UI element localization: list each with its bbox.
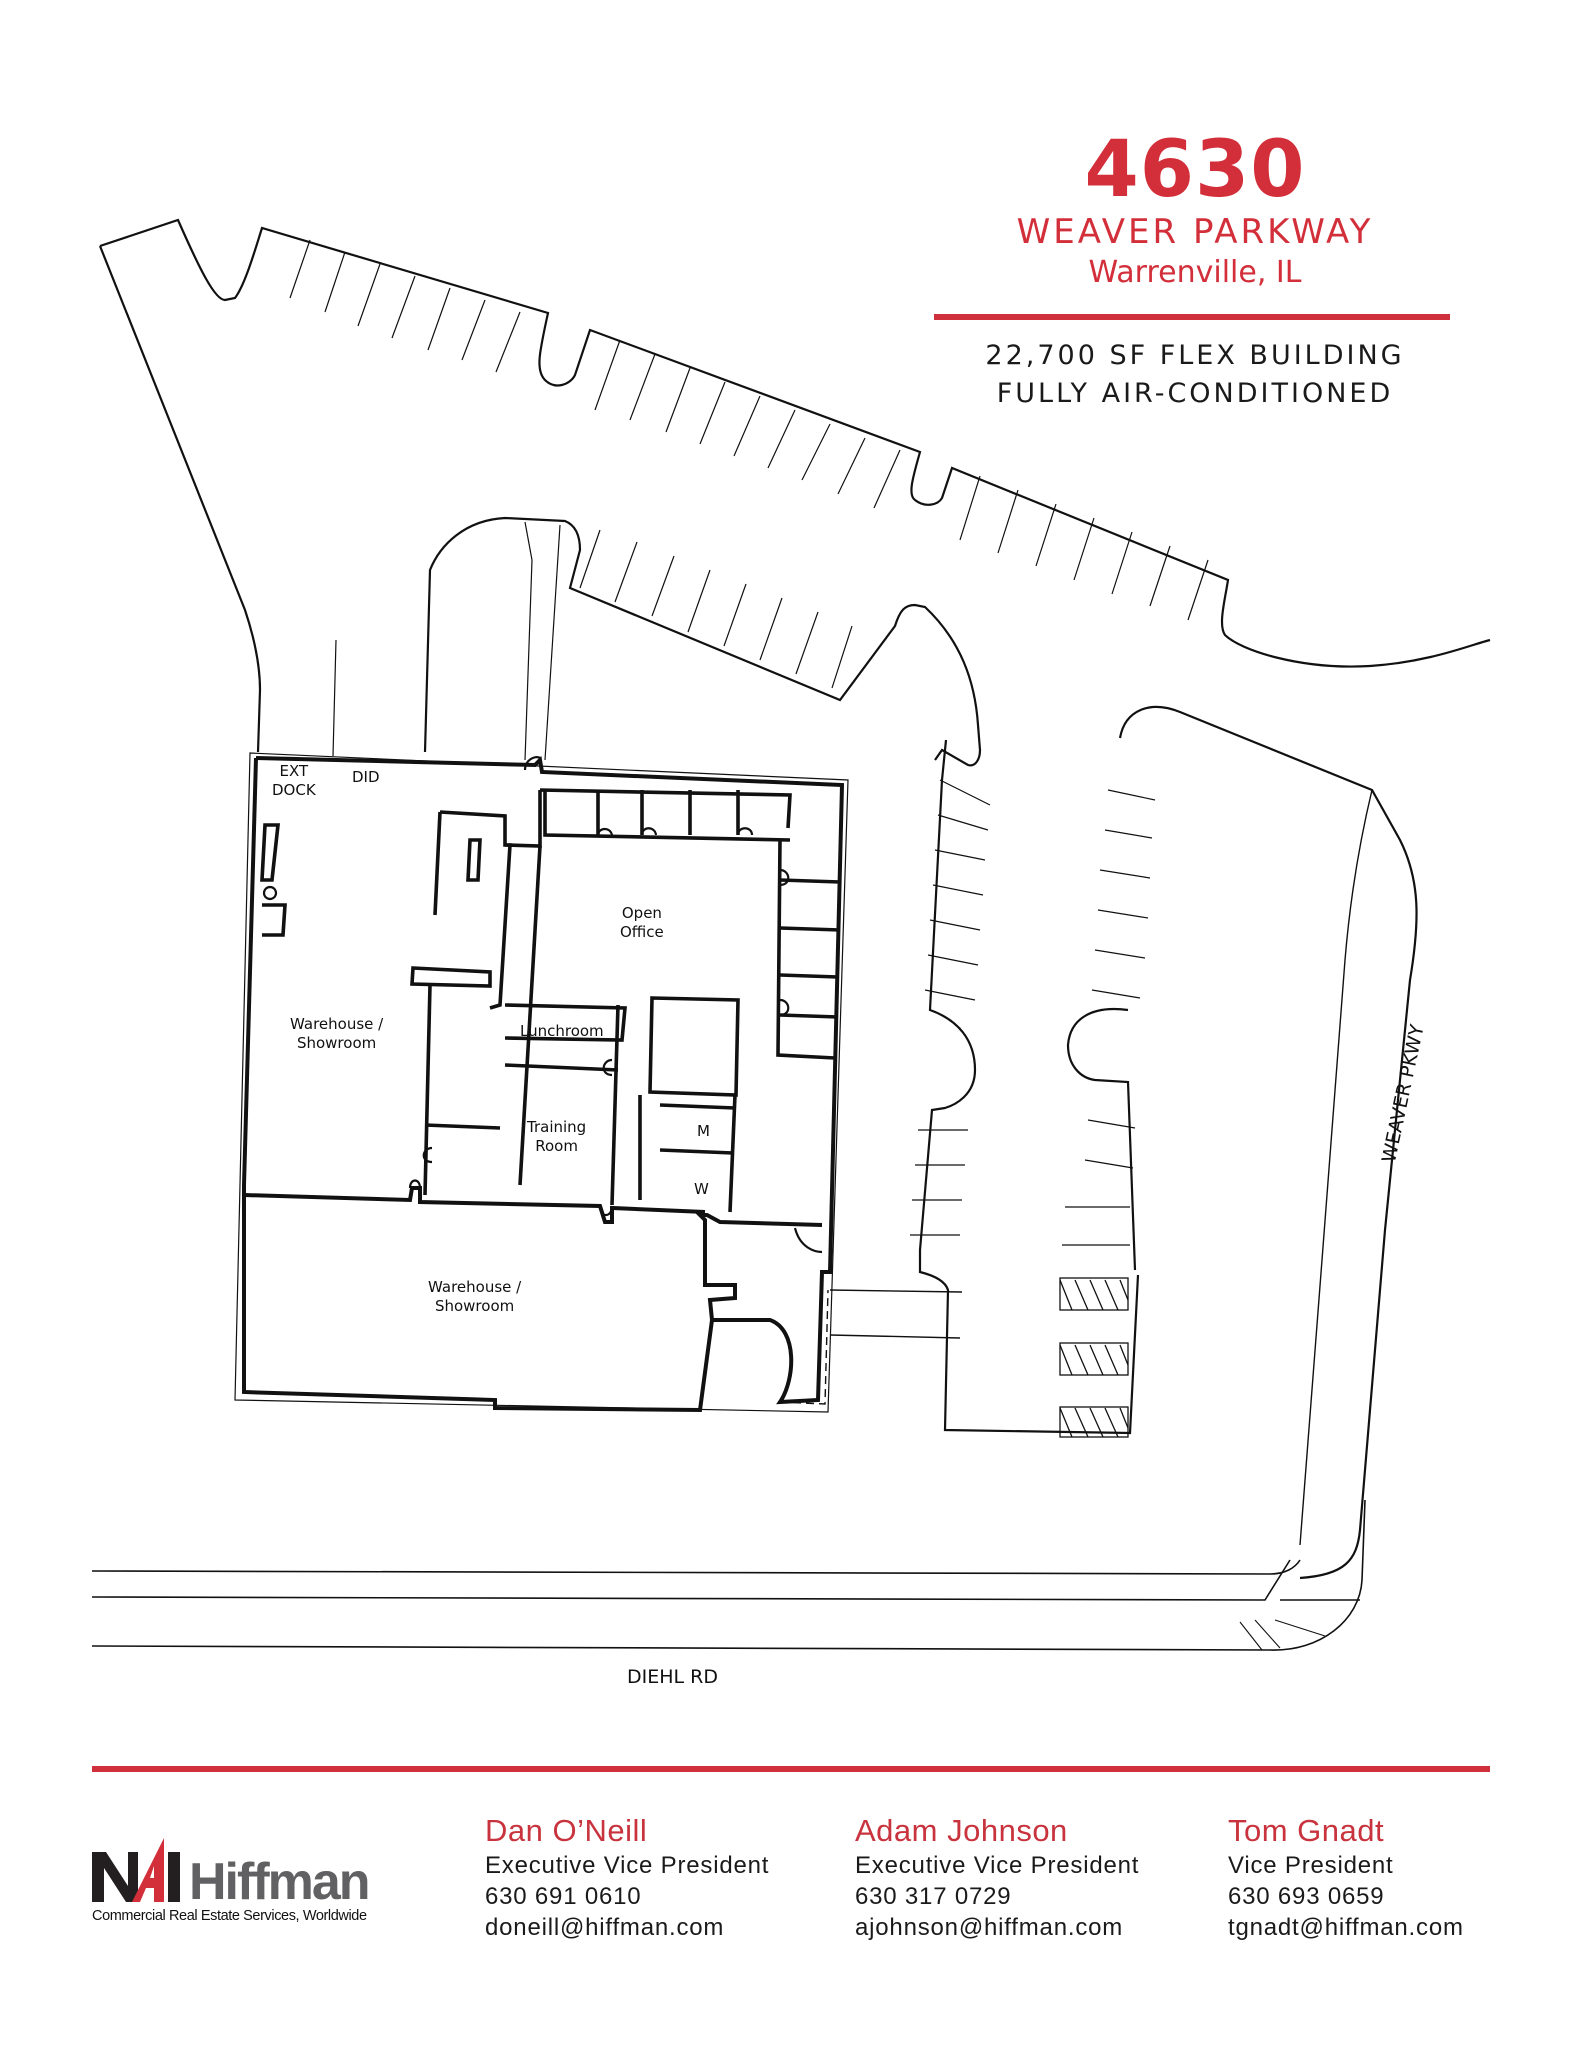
ext-dock-line-2: DOCK: [272, 781, 316, 799]
north-parking-lot: [98, 218, 1491, 767]
property-header: 4630 WEAVER PARKWAY Warrenville, IL: [930, 128, 1460, 292]
room-label-training-room: Training Room: [527, 1118, 586, 1156]
contact-title: Vice President: [1228, 1852, 1394, 1879]
contact-email[interactable]: tgnadt@hiffman.com: [1228, 1914, 1464, 1941]
accessible-stalls: [1059, 1277, 1129, 1438]
road-label-diehl-rd: DIEHL RD: [627, 1666, 718, 1688]
east-parking-lot: [829, 705, 1418, 1580]
nai-hiffman-logo: Hiffman Commercial Real Estate Services,…: [92, 1838, 412, 1928]
contact-name: Dan O’Neill: [485, 1813, 648, 1848]
contact-email[interactable]: ajohnson@hiffman.com: [855, 1914, 1124, 1941]
street-number: 4630: [1084, 125, 1306, 215]
feature-ac: FULLY AIR-CONDITIONED: [996, 378, 1394, 409]
room-label-ext-dock: EXT DOCK: [272, 762, 316, 800]
site-plan-drawing: [91, 218, 1491, 1651]
feature-list: 22,700 SF FLEX BUILDING FULLY AIR-CONDIT…: [930, 337, 1460, 413]
open-office-line-1: Open: [621, 904, 662, 922]
logo-tagline: Commercial Real Estate Services, Worldwi…: [92, 1908, 367, 1924]
building-footprint: [234, 752, 849, 1413]
contact-email[interactable]: doneill@hiffman.com: [485, 1914, 725, 1941]
ext-dock-line-1: EXT: [279, 762, 309, 780]
training-line-2: Room: [535, 1137, 578, 1155]
open-office-line-2: Office: [620, 923, 664, 941]
city-state: Warrenville, IL: [1088, 255, 1302, 290]
header-divider: [934, 314, 1450, 320]
room-label-mens-restroom: M: [697, 1122, 710, 1140]
nai-logo-mark-icon: [92, 1838, 180, 1902]
contact-title: Executive Vice President: [485, 1852, 770, 1879]
contact-phone[interactable]: 630 693 0659: [1228, 1883, 1385, 1910]
warehouse-upper-line-2: Showroom: [296, 1034, 377, 1052]
diehl-road: [91, 1499, 1366, 1651]
feature-size: 22,700 SF FLEX BUILDING: [985, 340, 1405, 371]
room-label-warehouse-upper: Warehouse / Showroom: [290, 1015, 383, 1053]
contact-card-2: Adam Johnson Executive Vice President 63…: [855, 1812, 1139, 1943]
warehouse-upper-line-1: Warehouse /: [290, 1015, 384, 1033]
warehouse-lower-line-2: Showroom: [434, 1297, 515, 1315]
contact-card-1: Dan O’Neill Executive Vice President 630…: [485, 1812, 769, 1943]
warehouse-lower-line-1: Warehouse /: [428, 1278, 522, 1296]
room-label-open-office: Open Office: [620, 904, 664, 942]
logo-wordmark: Hiffman: [189, 1853, 371, 1911]
street-name: WEAVER PARKWAY: [1016, 212, 1374, 252]
training-line-1: Training: [527, 1118, 587, 1136]
contact-card-3: Tom Gnadt Vice President 630 693 0659 tg…: [1228, 1812, 1464, 1943]
footer-divider: [92, 1766, 1490, 1772]
room-label-lunchroom: Lunchroom: [520, 1022, 604, 1040]
room-label-womens-restroom: W: [694, 1180, 709, 1198]
room-label-did: DID: [352, 768, 380, 786]
contact-phone[interactable]: 630 691 0610: [485, 1883, 642, 1910]
contact-name: Adam Johnson: [855, 1813, 1068, 1848]
contact-name: Tom Gnadt: [1228, 1813, 1385, 1848]
contact-title: Executive Vice President: [855, 1852, 1140, 1879]
contact-phone[interactable]: 630 317 0729: [855, 1883, 1012, 1910]
room-label-warehouse-lower: Warehouse / Showroom: [428, 1278, 521, 1316]
